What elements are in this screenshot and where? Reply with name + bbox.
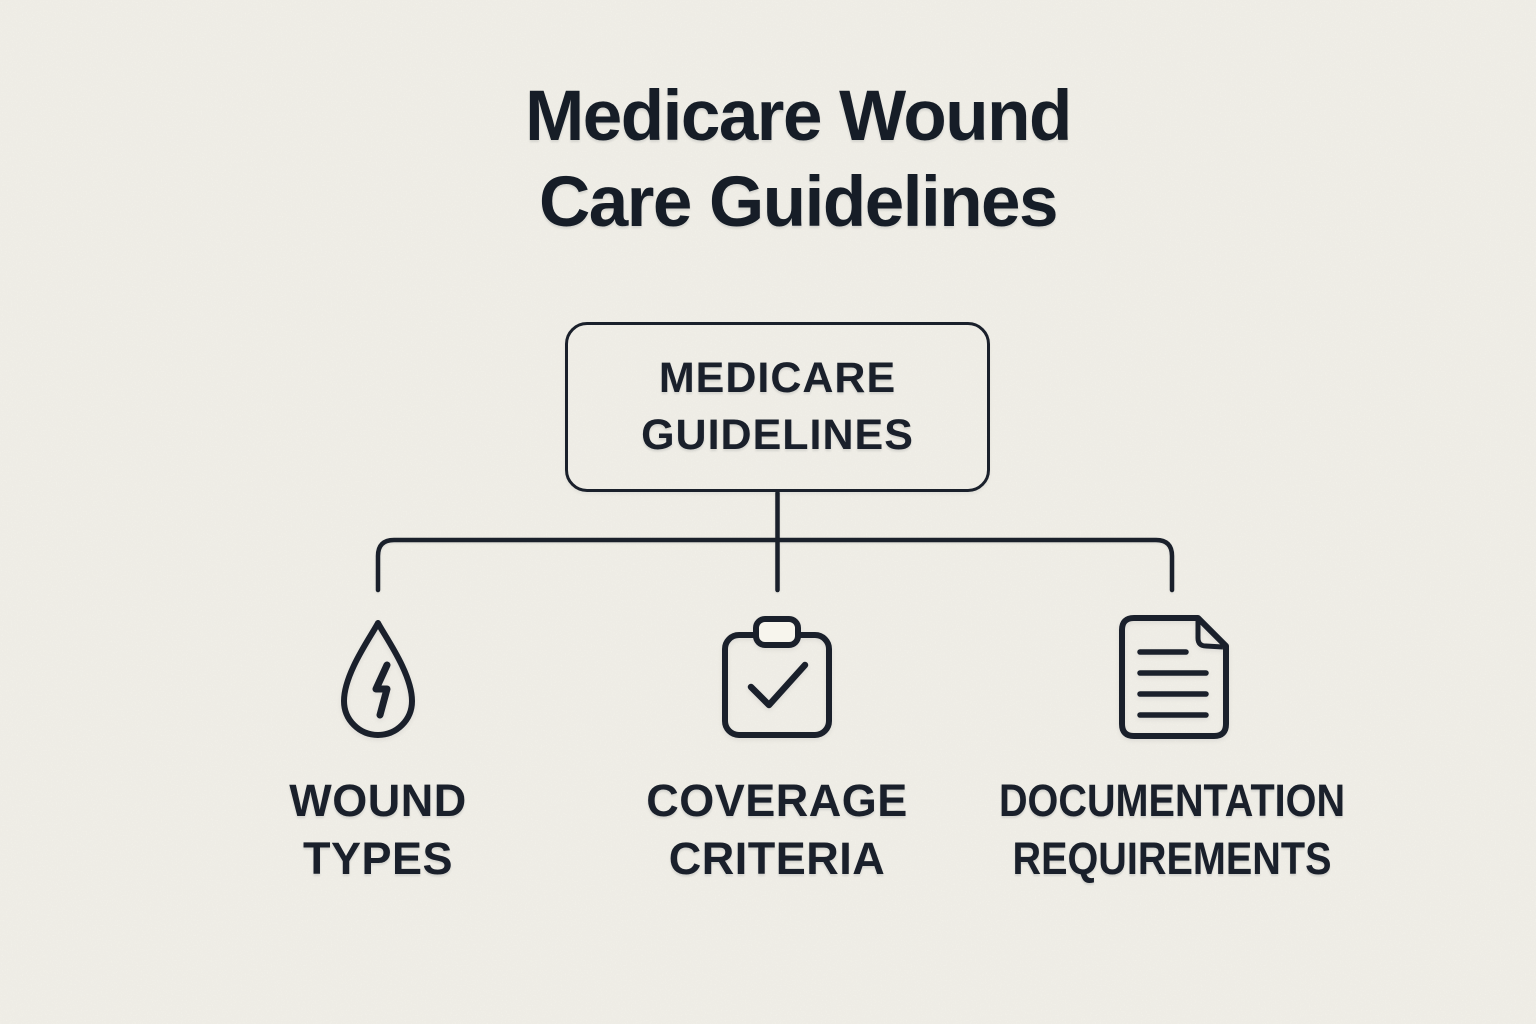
root-node-label-line-2: GUIDELINES (641, 411, 914, 459)
connector-bracket (375, 537, 1175, 593)
page-title-line-2: Care Guidelines (538, 163, 1059, 242)
branch-label-line: WOUND (289, 775, 467, 826)
branch-label-documentation-requirements: DOCUMENTATION REQUIREMENTS (978, 772, 1365, 888)
branch-label-line: CRITERIA (668, 833, 886, 884)
branch-wound-types: WOUND TYPES (158, 610, 598, 910)
root-node-label-line-1: MEDICARE (658, 354, 897, 402)
page-title: Medicare Wound Care Guidelines (30, 74, 1536, 246)
root-node-label: MEDICARE GUIDELINES (641, 350, 914, 464)
branch-label-wound-types: WOUND TYPES (158, 772, 598, 888)
clipboard-check-icon (719, 613, 835, 741)
branch-documentation-requirements: DOCUMENTATION REQUIREMENTS (952, 610, 1392, 910)
branch-label-line: TYPES (302, 833, 454, 884)
branch-coverage-criteria: COVERAGE CRITERIA (557, 610, 997, 910)
branch-label-line: COVERAGE (646, 775, 908, 826)
document-lines-icon (1112, 612, 1232, 742)
root-node-medicare-guidelines: MEDICARE GUIDELINES (565, 322, 990, 492)
branch-label-line: DOCUMENTATION (998, 775, 1346, 826)
branch-label-line: REQUIREMENTS (1012, 833, 1332, 884)
droplet-bolt-icon (336, 617, 420, 743)
branch-label-coverage-criteria: COVERAGE CRITERIA (557, 772, 997, 888)
page-title-line-1: Medicare Wound (525, 77, 1072, 156)
